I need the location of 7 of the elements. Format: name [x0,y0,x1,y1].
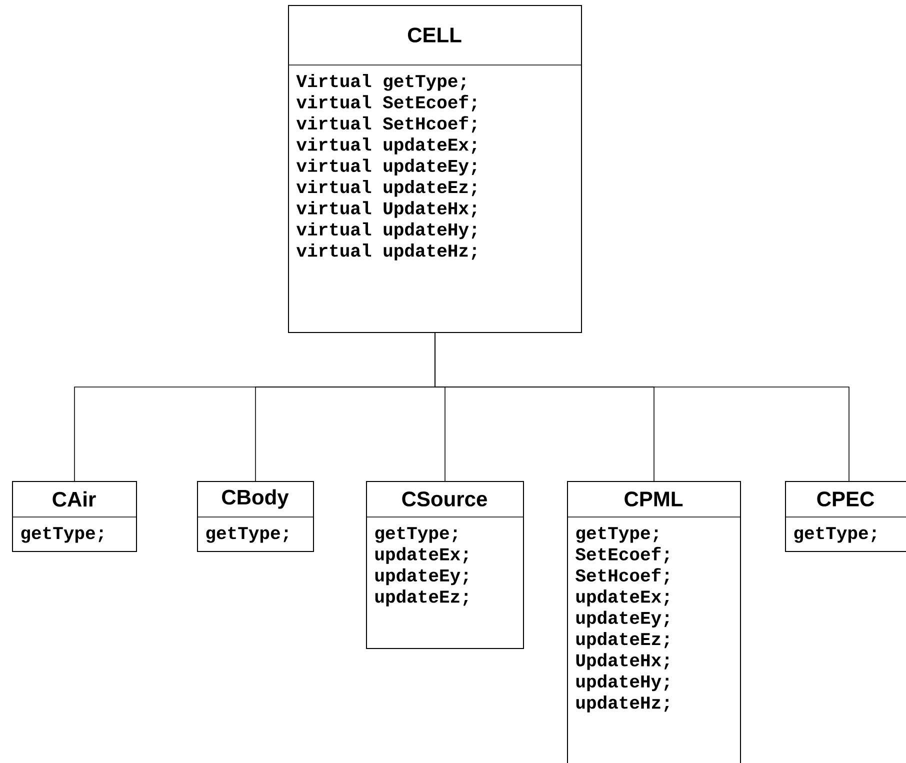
class-box: CBody getType; [196,481,314,552]
class-box: CAir getType; [12,481,137,552]
connector-line [434,332,850,482]
class-box: CPEC getType; [784,481,906,552]
class-box: CSource getType; updateEx; updateEy; updateEz; [366,481,524,649]
class-box: CELL Virtual getType; virtual SetEcoef; virtual SetHcoef; virtual updateEx; virtual updateEy; virtual updateEz; virtual UpdateHx; virtual updateHy; virtual updateHz; [288,5,582,333]
class-box: CPML getType; SetEcoef; SetHcoef; updateEx; updateEy; updateEz; UpdateHx; updateHy; updateHz; [566,481,741,763]
